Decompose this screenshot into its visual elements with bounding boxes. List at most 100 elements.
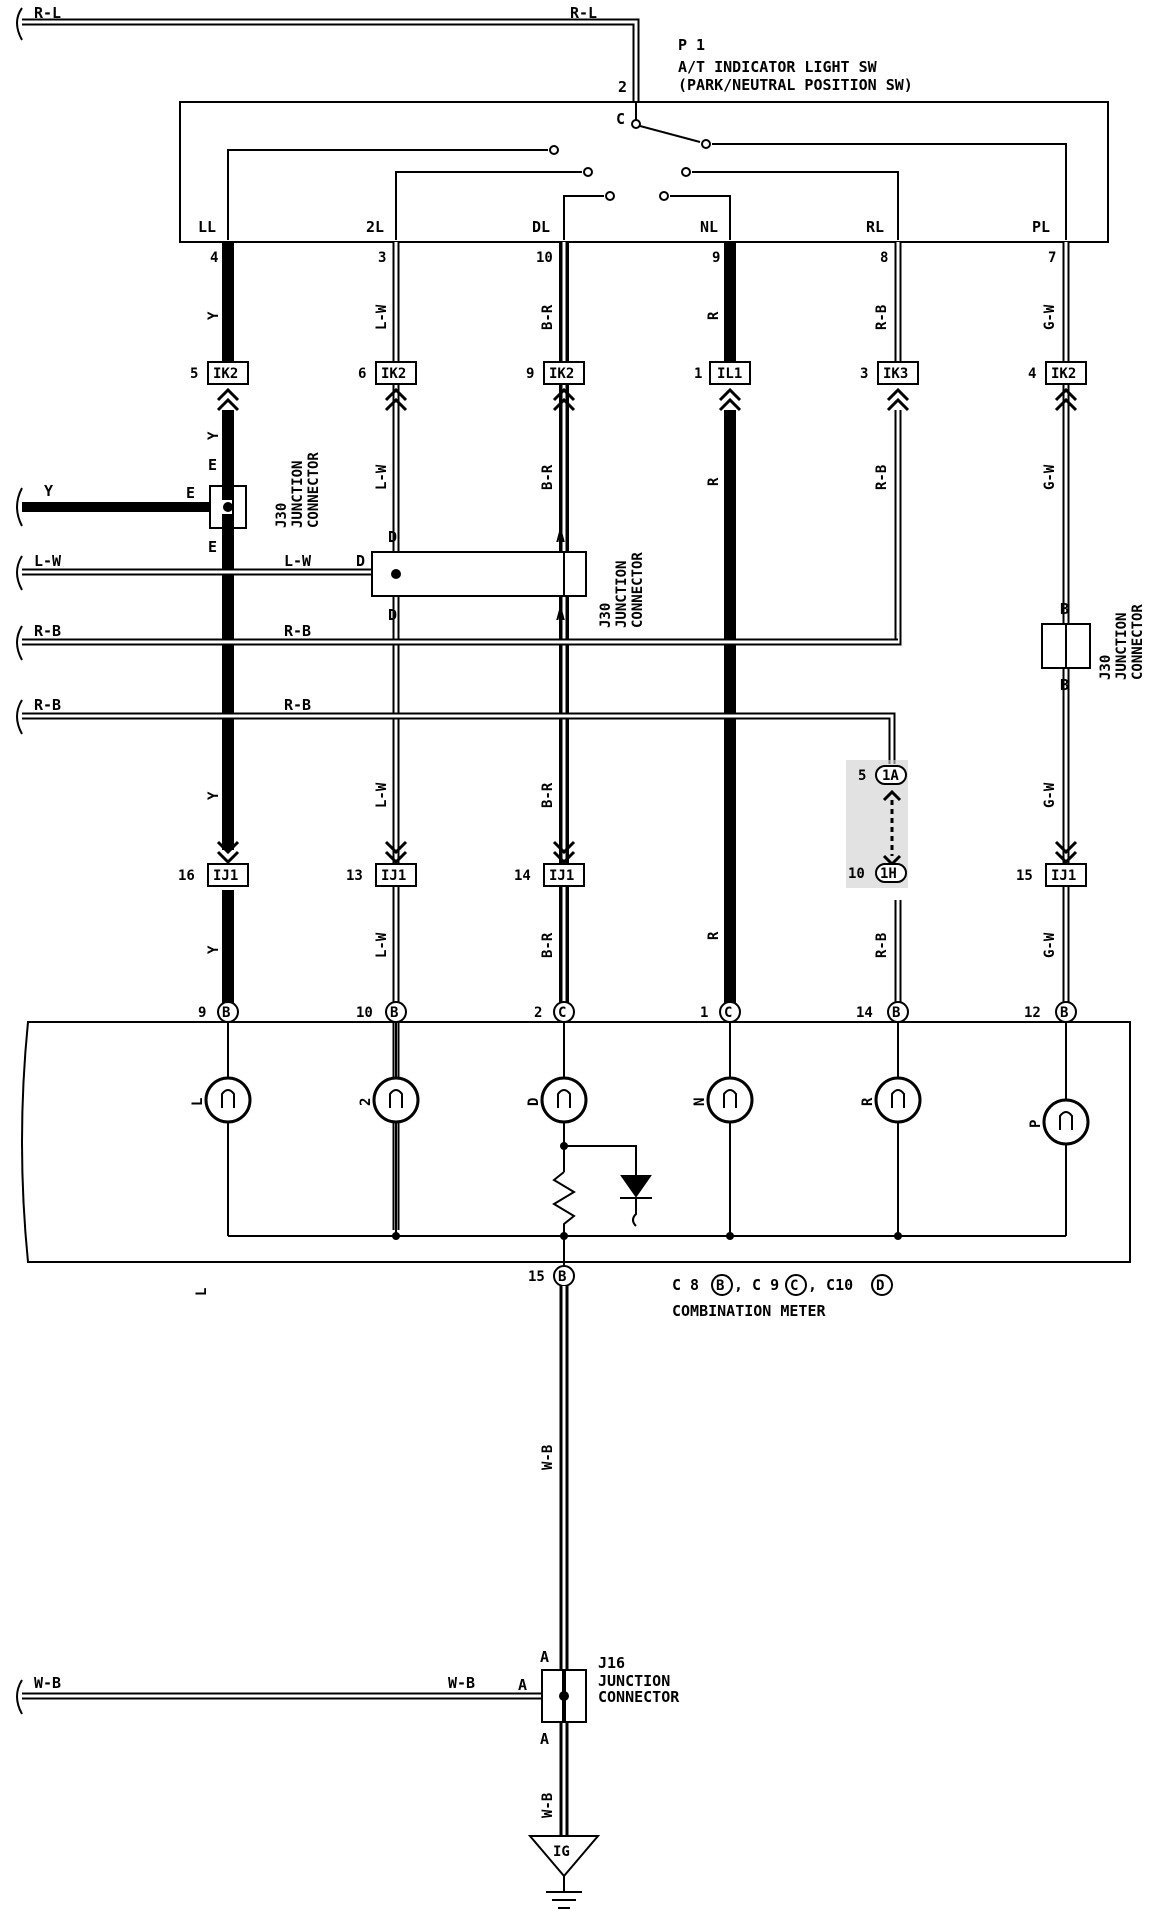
svg-text:15: 15 — [528, 1269, 545, 1285]
svg-text:W-B: W-B — [34, 1674, 61, 1692]
svg-text:B-R: B-R — [540, 464, 556, 490]
svg-text:7: 7 — [1048, 250, 1056, 266]
diode-icon — [620, 1175, 652, 1227]
wire-nl — [724, 242, 736, 1010]
pos-label-pl: PL — [1032, 218, 1050, 236]
svg-text:B: B — [716, 1278, 724, 1294]
lamp-labels: L 2 D N R P — [190, 1097, 1044, 1128]
svg-text:, C 9: , C 9 — [734, 1276, 779, 1294]
conn-pl-ij1: IJ1 15 — [1016, 863, 1087, 887]
conn-ll-ik2: IK2 5 — [190, 361, 249, 385]
svg-text:A: A — [518, 1676, 527, 1694]
svg-text:B-R: B-R — [540, 304, 556, 330]
svg-text:N: N — [692, 1098, 708, 1106]
conn-dl-ij1: IJ1 14 — [514, 863, 585, 887]
svg-text:C: C — [790, 1278, 798, 1294]
switch-common-label: C — [616, 110, 625, 128]
svg-text:1H: 1H — [880, 866, 897, 882]
meter-body — [21, 1021, 1131, 1263]
svg-text:B: B — [1060, 1005, 1068, 1021]
svg-text:3: 3 — [860, 366, 868, 382]
svg-text:14: 14 — [514, 868, 531, 884]
chevrons-row-1 — [216, 387, 1078, 412]
svg-text:B: B — [1060, 600, 1069, 618]
svg-text:IK2: IK2 — [213, 366, 238, 382]
wire-rb-left-2: R-B R-B — [16, 696, 896, 764]
svg-text:A: A — [556, 606, 565, 624]
connector-1a-1h: 1A 5 1H 10 — [846, 760, 908, 888]
svg-text:R: R — [706, 931, 722, 940]
svg-text:14: 14 — [856, 1005, 873, 1021]
svg-text:D: D — [526, 1098, 542, 1106]
switch-pin-numbers: 4 3 10 9 8 7 — [210, 250, 1056, 266]
meter-internal-wiring — [227, 1022, 1067, 1276]
svg-text:15: 15 — [1016, 868, 1033, 884]
svg-text:L-W: L-W — [284, 552, 312, 570]
svg-text:B: B — [558, 1269, 566, 1285]
pos-label-dl: DL — [532, 218, 550, 236]
svg-text:, C10: , C10 — [808, 1276, 853, 1294]
svg-text:1: 1 — [694, 366, 702, 382]
wire-label-top-right: R-L — [570, 4, 597, 22]
switch-name: A/T INDICATOR LIGHT SW — [678, 58, 878, 76]
svg-text:JUNCTION: JUNCTION — [598, 1672, 670, 1690]
svg-text:L-W: L-W — [34, 552, 62, 570]
svg-text:16: 16 — [178, 868, 195, 884]
svg-text:CONNECTOR: CONNECTOR — [630, 552, 646, 628]
pos-label-nl: NL — [700, 218, 718, 236]
svg-text:6: 6 — [358, 366, 366, 382]
svg-text:E: E — [208, 456, 217, 474]
svg-text:Y: Y — [44, 482, 53, 500]
svg-text:G-W: G-W — [1042, 464, 1058, 490]
lamp-p-icon — [1042, 1098, 1090, 1146]
svg-text:IJ1: IJ1 — [213, 868, 238, 884]
svg-text:B-R: B-R — [540, 932, 556, 958]
svg-text:9: 9 — [198, 1005, 206, 1021]
svg-text:B: B — [222, 1005, 230, 1021]
svg-text:1: 1 — [700, 1005, 708, 1021]
pos-label-ll: LL — [198, 218, 216, 236]
conn-2l-ik2: IK2 6 — [358, 361, 417, 385]
svg-text:4: 4 — [210, 250, 218, 266]
svg-text:JUNCTION: JUNCTION — [614, 561, 630, 628]
svg-text:L-W: L-W — [374, 464, 390, 490]
svg-text:12: 12 — [1024, 1005, 1041, 1021]
svg-text:1A: 1A — [882, 768, 899, 784]
conn-pl-ik2: IK2 4 — [1028, 361, 1087, 385]
svg-text:9: 9 — [712, 250, 720, 266]
wire-ll — [222, 242, 234, 1010]
switch-body — [179, 101, 1109, 243]
meter-pins: B9 B10 C2 C1 B14 B12 — [198, 1001, 1077, 1023]
ground-icon: IG — [527, 1835, 601, 1909]
conn-ll-ij1: IJ1 16 — [178, 863, 249, 887]
svg-text:8: 8 — [880, 250, 888, 266]
switch-position-labels: LL 2L DL NL RL PL — [198, 218, 1050, 236]
chevrons-row-2 — [216, 840, 1078, 865]
svg-text:10: 10 — [356, 1005, 373, 1021]
j30-connector-b: B B — [1041, 600, 1091, 694]
svg-text:JUNCTION: JUNCTION — [1114, 613, 1130, 680]
svg-text:IK2: IK2 — [549, 366, 574, 382]
svg-text:J30: J30 — [1098, 655, 1114, 680]
pos-label-rl: RL — [866, 218, 884, 236]
svg-text:B: B — [892, 1005, 900, 1021]
svg-text:3: 3 — [378, 250, 386, 266]
conn-rl-ik3: IK3 3 — [860, 361, 919, 385]
wire-rl — [892, 242, 902, 1010]
svg-text:CONNECTOR: CONNECTOR — [1130, 604, 1146, 680]
connector-row-1: IK2 5 IK2 6 IK2 9 IL1 1 IK3 3 IK2 4 — [190, 361, 1087, 385]
wire-rb-left-1: R-B R-B — [16, 622, 898, 661]
lamp-2-icon — [372, 1076, 420, 1124]
svg-text:R-B: R-B — [284, 622, 311, 640]
wire-break-top — [16, 7, 23, 41]
svg-text:L-W: L-W — [374, 782, 390, 808]
meter-legend: C 8 B , C 9 C , C10 D COMBINATION METER — [672, 1274, 893, 1320]
switch-contacts — [227, 102, 1067, 240]
meter-junction-dots — [392, 1142, 902, 1240]
svg-text:5: 5 — [190, 366, 198, 382]
lamp-n-icon — [706, 1076, 754, 1124]
lamp-d-icon — [540, 1076, 588, 1124]
svg-text:D: D — [876, 1278, 884, 1294]
svg-text:R-B: R-B — [874, 305, 890, 330]
